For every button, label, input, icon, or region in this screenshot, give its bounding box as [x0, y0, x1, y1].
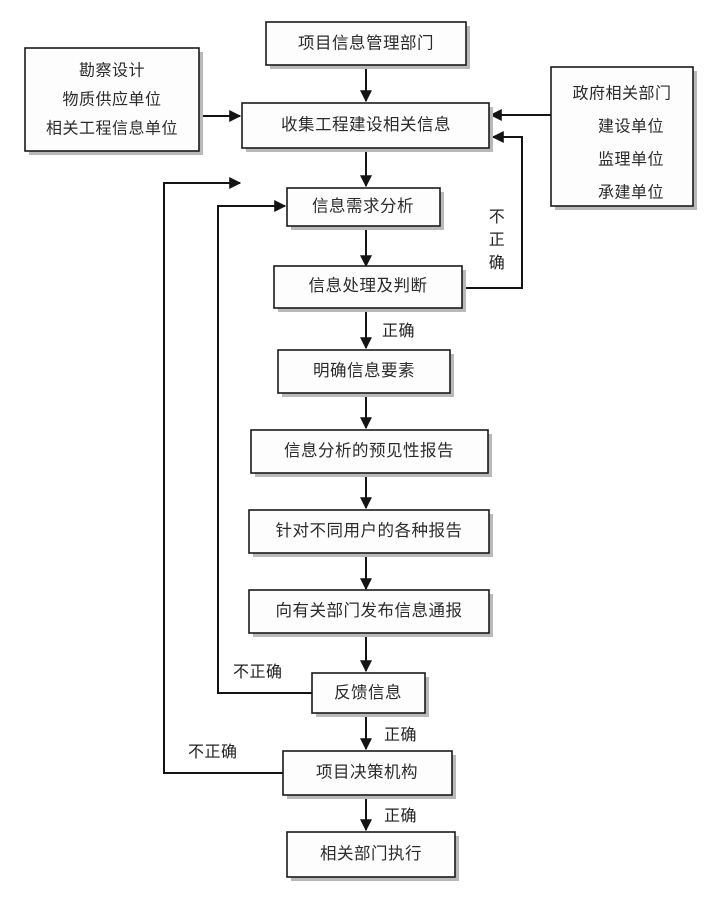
node-rect [248, 589, 490, 634]
node-decision-body[interactable]: 项目决策机构 [282, 750, 456, 799]
node-rect [250, 429, 489, 474]
node-rect [265, 21, 467, 66]
node-rect [550, 66, 694, 207]
node-process-judge-label: 信息处理及判断 [309, 276, 428, 295]
node-feedback[interactable]: 反馈信息 [311, 672, 429, 717]
node-demand-analysis[interactable]: 信息需求分析 [286, 187, 444, 230]
node-rect [248, 509, 490, 554]
node-process-judge[interactable]: 信息处理及判断 [273, 265, 466, 312]
node-demand-analysis-label: 信息需求分析 [312, 196, 414, 215]
edge-label-incorrect-process-char-2: 正 [489, 232, 506, 249]
node-rect [286, 831, 456, 878]
node-user-reports[interactable]: 针对不同用户的各种报告 [248, 509, 493, 557]
node-rect [273, 265, 463, 309]
node-clarify-elements-label: 明确信息要素 [313, 361, 415, 380]
node-clarify-elements[interactable]: 明确信息要素 [277, 349, 454, 397]
node-right-sources[interactable]: 政府相关部门 建设单位 监理单位 承建单位 [550, 66, 697, 210]
node-left-sources-line-2: 物质供应单位 [62, 90, 161, 109]
node-right-sources-line-1: 政府相关部门 [572, 85, 671, 103]
edge-label-incorrect-decision: 不正确 [188, 743, 238, 761]
node-right-sources-line-3: 监理单位 [598, 151, 664, 169]
node-rect [24, 47, 200, 152]
edge-label-correct-process: 正确 [382, 322, 415, 340]
node-decision-body-label: 项目决策机构 [316, 762, 418, 781]
edge-label-incorrect-process: 不 正 确 [489, 209, 506, 272]
node-rect [282, 750, 453, 796]
edge-feedback-to-demand-analysis-incorrect [217, 200, 312, 694]
node-execute[interactable]: 相关部门执行 [286, 831, 459, 881]
node-rect [286, 187, 441, 227]
edge-process-judge-to-collect-incorrect [466, 131, 523, 289]
node-feedback-label: 反馈信息 [334, 683, 402, 702]
node-top-department[interactable]: 项目信息管理部门 [265, 21, 470, 69]
node-collect-label: 收集工程建设相关信息 [281, 115, 451, 134]
node-rect [311, 672, 426, 714]
node-left-sources-line-1: 勘察设计 [79, 62, 145, 80]
node-execute-label: 相关部门执行 [320, 844, 422, 863]
node-left-sources[interactable]: 勘察设计 物质供应单位 相关工程信息单位 [24, 47, 203, 155]
node-foresight-report[interactable]: 信息分析的预见性报告 [250, 429, 492, 477]
edge-label-incorrect-process-char-1: 不 [489, 209, 506, 226]
edge-label-incorrect-feedback: 不正确 [233, 663, 283, 681]
node-collect[interactable]: 收集工程建设相关信息 [241, 102, 493, 152]
node-rect [241, 102, 490, 149]
node-publish-bulletin-label: 向有关部门发布信息通报 [276, 601, 463, 620]
node-rect [277, 349, 451, 394]
edge-label-correct-feedback: 正确 [384, 726, 417, 744]
edges-layer [163, 65, 551, 832]
node-right-sources-line-2: 建设单位 [598, 118, 664, 136]
node-foresight-report-label: 信息分析的预见性报告 [284, 441, 454, 460]
edge-decision-body-to-collect-incorrect [163, 177, 283, 774]
edge-label-incorrect-process-char-3: 确 [489, 254, 506, 272]
edge-label-correct-decision: 正确 [384, 807, 417, 825]
node-left-sources-line-3: 相关工程信息单位 [46, 120, 178, 138]
node-user-reports-label: 针对不同用户的各种报告 [276, 521, 463, 540]
edge-labels-layer: 不 正 确 正确 不正确 正确 不正确 正确 [188, 209, 505, 825]
node-right-sources-line-4: 承建单位 [598, 184, 664, 202]
node-top-department-label: 项目信息管理部门 [298, 33, 434, 52]
node-publish-bulletin[interactable]: 向有关部门发布信息通报 [248, 589, 493, 637]
